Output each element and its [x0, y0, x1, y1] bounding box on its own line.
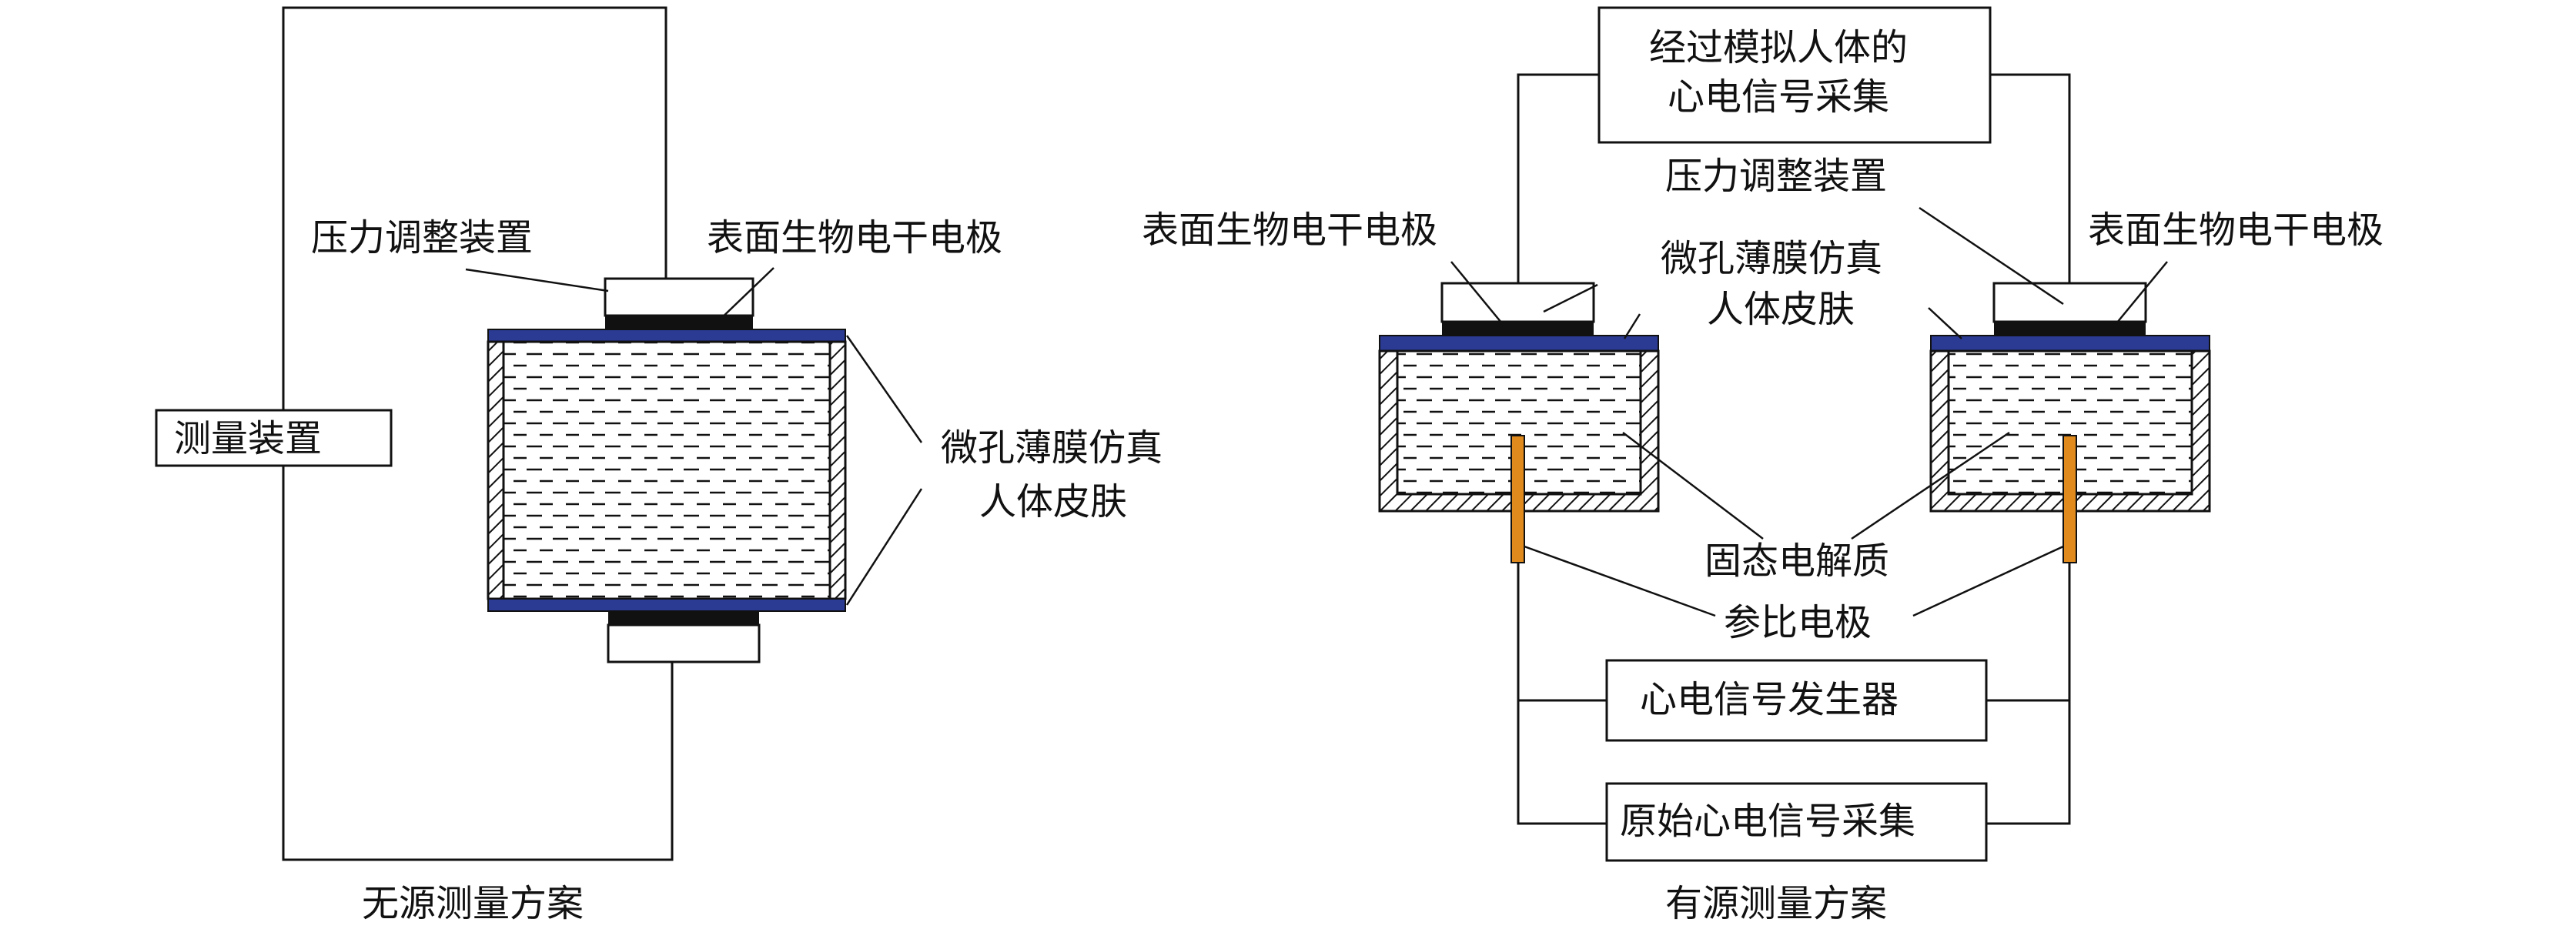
top-dry-electrode [605, 316, 753, 329]
left-hatched-cup [1378, 349, 1660, 513]
leader-pressure-left [1543, 283, 1598, 313]
skin-label-line1: 微孔薄膜仿真 [941, 426, 1163, 470]
dry-electrode-label-right: 表面生物电干电极 [2088, 209, 2384, 252]
right-membrane [1930, 335, 2210, 352]
skin-label-line2: 人体皮肤 [979, 480, 1127, 523]
left-dry-electrode [1442, 322, 1594, 336]
wire-top-right [1990, 73, 2071, 283]
pressure-device-label-right: 压力调整装置 [1665, 155, 1887, 198]
leader-electrolyte-left [1622, 432, 1764, 540]
right-hatched-cup [1929, 349, 2211, 513]
active-scheme: 经过模拟人体的 心电信号采集 心电信号发生器 原始心电信号采集 [1142, 6, 2384, 925]
right-hatched-wall [828, 340, 847, 600]
leader-pressure-right [1919, 206, 2064, 306]
left-reference-electrode [1510, 435, 1525, 563]
raw-collect-label: 原始心电信号采集 [1620, 800, 1915, 843]
right-dry-electrode [1994, 322, 2146, 336]
leader-electrode-left [1450, 261, 1506, 328]
left-pressure-block [1440, 282, 1595, 323]
electrolyte-label: 固态电解质 [1705, 540, 1889, 583]
measure-device-label: 测量装置 [174, 417, 322, 460]
leader-reference-left [1524, 545, 1716, 617]
wire-top-left [1517, 73, 1599, 283]
bottom-dry-electrode [608, 611, 759, 625]
leader-skin-top [845, 335, 923, 443]
right-reference-electrode [2062, 435, 2077, 563]
leader-electrode-right [2113, 261, 2168, 328]
skin-label-right-line2: 人体皮肤 [1707, 288, 1855, 331]
dry-electrode-label: 表面生物电干电极 [707, 216, 1002, 259]
dry-electrode-label-left: 表面生物电干电极 [1142, 209, 1437, 252]
generator-box [1605, 659, 1988, 742]
top-pressure-block [604, 277, 754, 317]
bottom-pressure-block [607, 623, 761, 663]
top-membrane [487, 329, 846, 343]
leader-skin-left [1623, 313, 1641, 339]
skin-label-right-line1: 微孔薄膜仿真 [1661, 237, 1882, 280]
left-hatched-wall [487, 340, 505, 600]
passive-caption: 无源测量方案 [362, 882, 584, 925]
electrolyte-body [502, 340, 831, 600]
raw-collect-box [1605, 782, 1988, 862]
reference-electrode-label: 参比电极 [1724, 601, 1872, 644]
pressure-device-label: 压力调整装置 [311, 216, 533, 259]
leader-electrode [715, 267, 774, 324]
generator-label: 心电信号发生器 [1640, 678, 1899, 721]
right-pressure-block [1992, 282, 2147, 323]
ecg-collect-line2: 心电信号采集 [1668, 75, 1889, 119]
measure-device-box [155, 409, 393, 467]
leader-skin-right [1928, 307, 1962, 339]
wire-bottom-left [1517, 563, 1607, 825]
left-membrane [1379, 335, 1659, 352]
leader-electrolyte-right [1851, 431, 2010, 540]
leader-reference-right [1912, 545, 2064, 617]
passive-scheme: 测量装置 压力调整装置 表面生物电干电极 微孔薄膜仿真 人体皮肤 无源测量方案 [155, 6, 1163, 925]
active-caption: 有源测量方案 [1665, 882, 1887, 925]
leader-pressure [465, 268, 609, 292]
bottom-membrane [487, 598, 846, 612]
wire-bottom-right [1986, 563, 2071, 825]
leader-skin-bottom [845, 488, 923, 606]
ecg-collect-line1: 经过模拟人体的 [1649, 26, 1908, 69]
